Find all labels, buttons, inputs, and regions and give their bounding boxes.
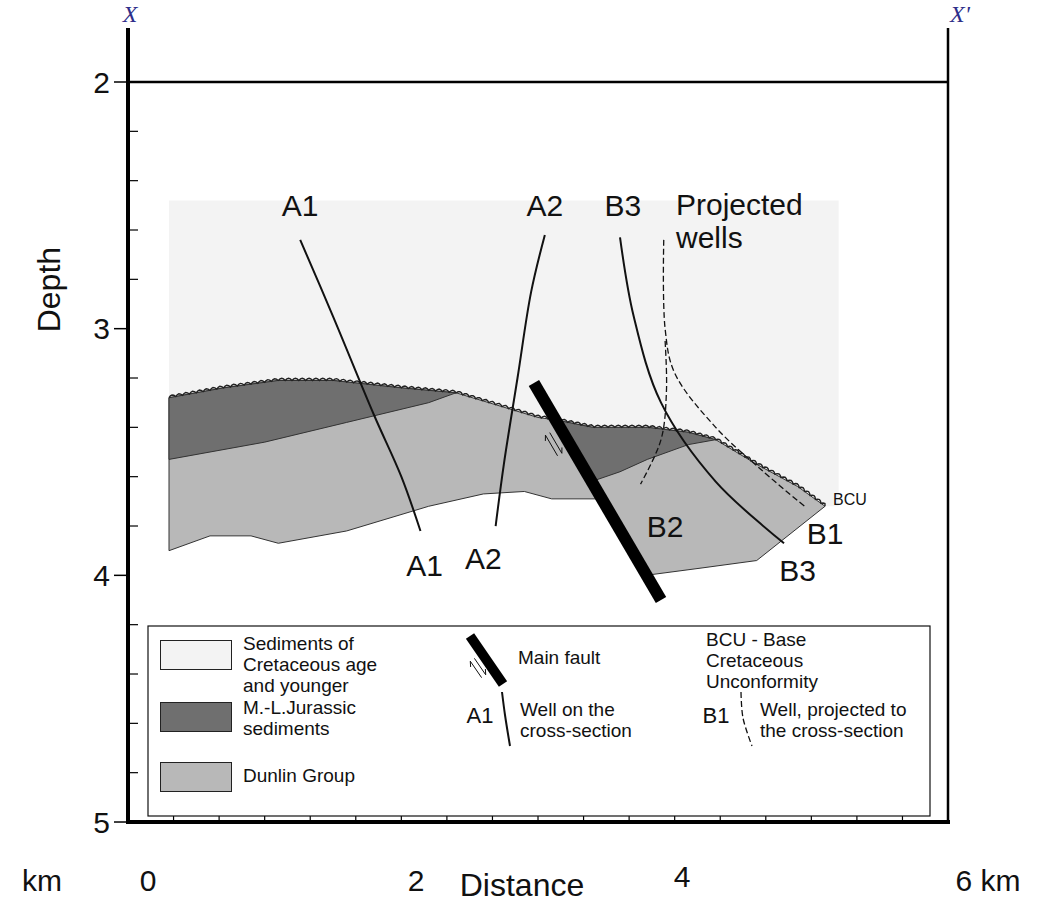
legend-text: Well on the cross-section bbox=[520, 700, 670, 742]
unconformity-line bbox=[169, 378, 825, 506]
well-name: A1 bbox=[406, 549, 443, 582]
legend-text: Sediments of Cretaceous age and younger bbox=[243, 634, 393, 697]
fault-motion-arrow bbox=[470, 661, 481, 677]
legend-text: Well, projected to the cross-section bbox=[760, 700, 922, 742]
minor-tick bbox=[128, 673, 138, 674]
legend-well-name: B1 bbox=[703, 704, 730, 728]
well-name: B3 bbox=[779, 554, 816, 587]
tick-label: 3 bbox=[93, 312, 110, 345]
fault-sample bbox=[470, 636, 503, 684]
frame-line bbox=[947, 28, 950, 822]
legend bbox=[148, 626, 930, 816]
well-name: B2 bbox=[647, 510, 684, 543]
fault-motion-arrow bbox=[474, 658, 485, 674]
minor-tick bbox=[128, 279, 138, 280]
legend-text: M.-L.Jurassic sediments bbox=[243, 698, 393, 740]
tick-label: 2 bbox=[408, 864, 425, 897]
minor-tick bbox=[128, 427, 138, 428]
well-name: A1 bbox=[282, 189, 319, 222]
tick-label: 4 bbox=[674, 860, 691, 893]
well-name: B3 bbox=[604, 189, 641, 222]
abbreviation-note: BCU - Base Cretaceous Unconformity bbox=[706, 630, 856, 693]
major-tick bbox=[127, 806, 128, 822]
major-tick bbox=[114, 575, 128, 577]
geology bbox=[169, 200, 839, 600]
well-A2 bbox=[496, 235, 545, 526]
major-tick bbox=[114, 328, 128, 330]
tick-label: 5 bbox=[93, 806, 110, 839]
tick-label: 2 bbox=[93, 66, 110, 99]
minor-tick bbox=[128, 525, 138, 526]
tick-label: 0 bbox=[140, 864, 157, 897]
section-end-label: X' bbox=[950, 1, 970, 27]
minor-tick bbox=[128, 229, 138, 230]
well-sample bbox=[502, 692, 510, 746]
well-name: A2 bbox=[526, 189, 563, 222]
well-B3 bbox=[620, 237, 784, 543]
axis-title: Depth bbox=[32, 247, 67, 332]
axes bbox=[114, 28, 950, 824]
legend-text: Dunlin Group bbox=[243, 766, 413, 787]
horizon-label: BCU bbox=[833, 491, 867, 509]
fault-motion-arrow bbox=[550, 433, 562, 454]
section-end-label: X bbox=[123, 1, 138, 27]
frame-line bbox=[128, 81, 948, 84]
legend-text: Main fault bbox=[518, 648, 668, 669]
main-fault bbox=[534, 383, 661, 600]
jurassic-sediments bbox=[169, 380, 456, 459]
projected-well-sample bbox=[741, 692, 752, 746]
projected-well-B2 bbox=[641, 341, 667, 484]
minor-tick bbox=[128, 476, 138, 477]
well-name: B1 bbox=[807, 517, 844, 550]
depth-axis bbox=[126, 28, 130, 824]
minor-tick bbox=[128, 723, 138, 724]
legend-swatch bbox=[160, 762, 232, 792]
tick-label: 4 bbox=[93, 559, 110, 592]
major-tick bbox=[114, 821, 128, 823]
fault-motion-arrow bbox=[545, 435, 557, 456]
legend-swatch bbox=[160, 702, 232, 732]
minor-tick bbox=[128, 131, 138, 132]
annotation: Projected wells bbox=[676, 188, 836, 254]
tick-label: 6 km bbox=[955, 864, 1020, 897]
well-name: A2 bbox=[465, 542, 502, 575]
major-tick bbox=[114, 81, 128, 83]
wells bbox=[300, 235, 804, 543]
unit-label: km bbox=[22, 864, 62, 897]
minor-tick bbox=[128, 772, 138, 773]
legend-box bbox=[148, 626, 930, 816]
minor-tick bbox=[128, 180, 138, 181]
projected-well-B1 bbox=[663, 240, 804, 506]
axis-title: Distance bbox=[460, 868, 585, 903]
dunlin-group bbox=[169, 380, 602, 550]
minor-tick bbox=[128, 624, 138, 625]
legend-well-name: A1 bbox=[467, 704, 494, 728]
minor-tick bbox=[128, 377, 138, 378]
major-tick bbox=[947, 806, 948, 822]
legend-swatch bbox=[160, 640, 232, 670]
well-A1 bbox=[300, 240, 420, 531]
